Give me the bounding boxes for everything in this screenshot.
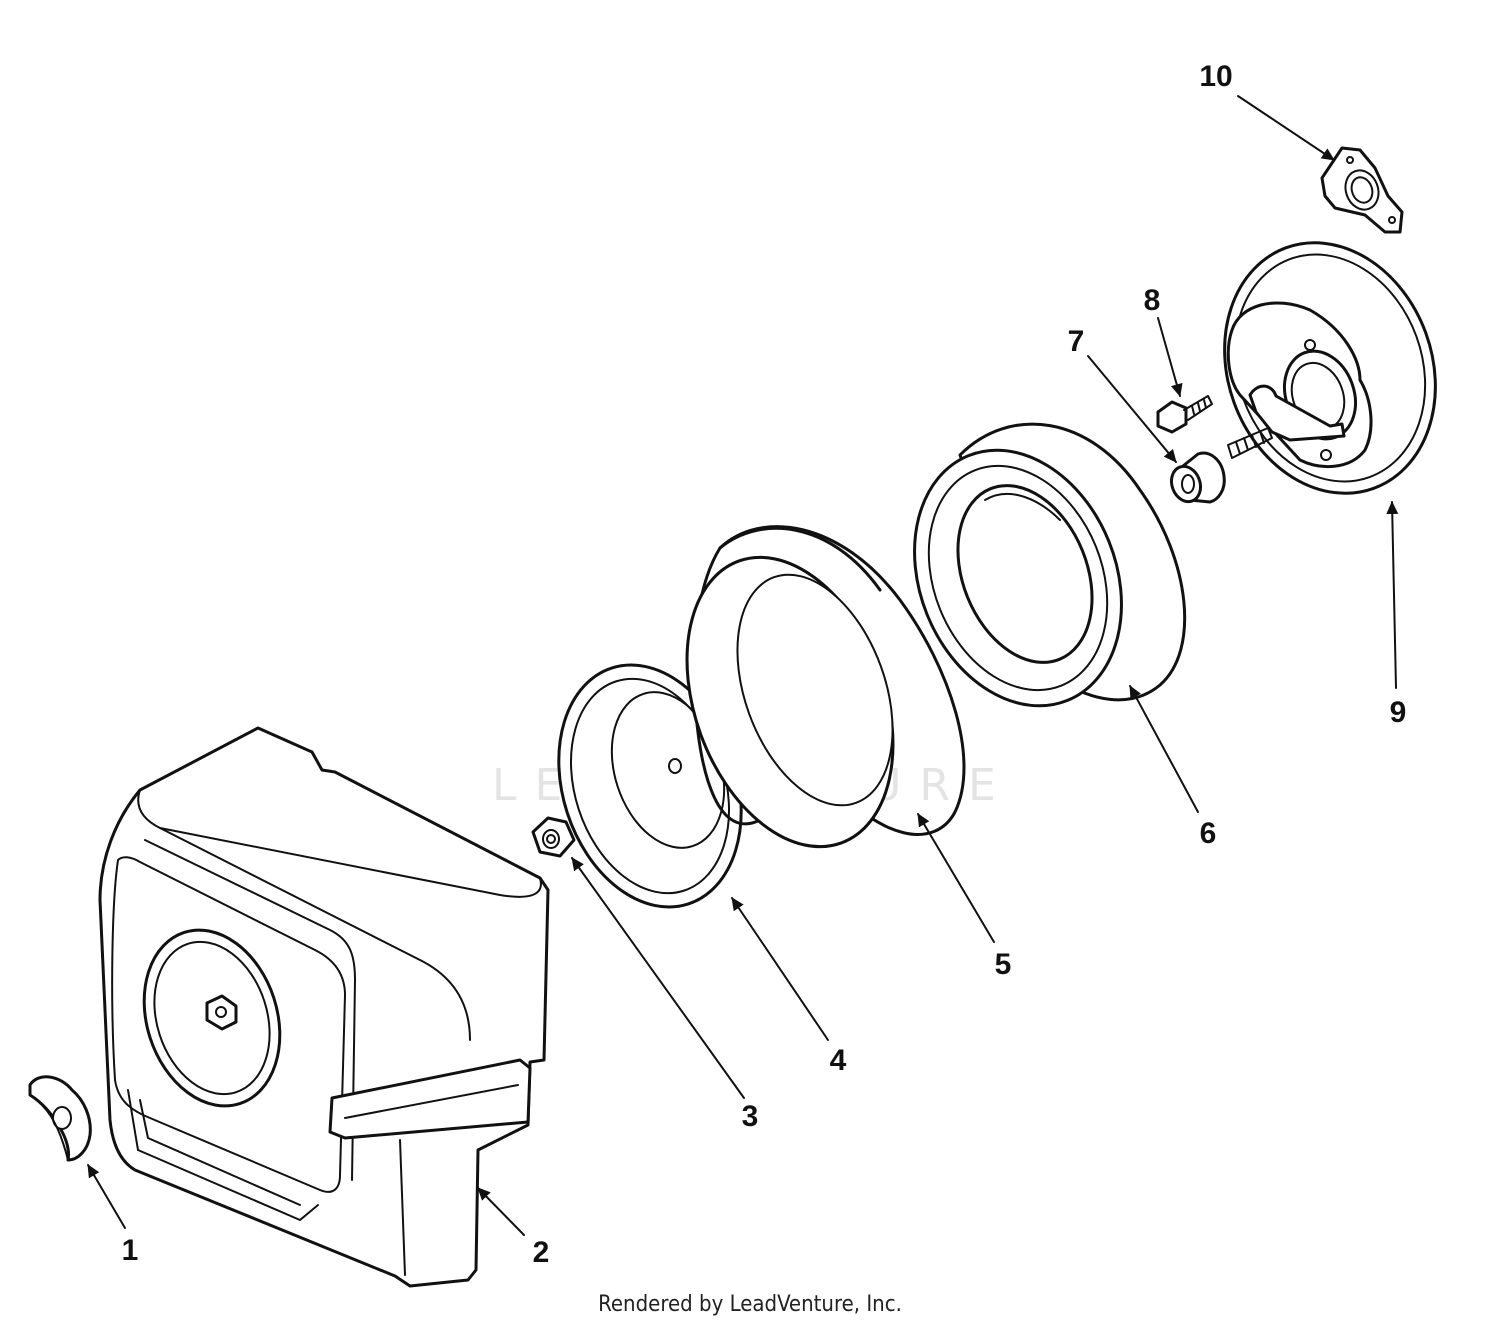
leader-arrow-10 [1237,95,1335,161]
callout-5: 5 [995,948,1012,981]
callout-labels: 1 2 3 4 5 6 7 8 9 10 [122,60,1407,1269]
callout-9: 9 [1390,696,1407,729]
leader-arrow-3 [571,857,745,1099]
callout-10: 10 [1199,60,1232,93]
part-bolt [1156,395,1213,434]
callout-6: 6 [1200,817,1217,850]
callout-2: 2 [533,1236,550,1269]
callout-3: 3 [742,1100,759,1133]
leader-arrow-2 [477,1187,525,1236]
leader-arrow-1 [87,1164,126,1229]
render-credit: Rendered by LeadVenture, Inc. [598,1292,902,1317]
leader-arrow-5 [917,813,995,943]
part-back-plate [1223,241,1437,495]
leader-arrow-4 [731,897,829,1041]
part-nut [531,816,576,858]
part-spacer [1169,451,1226,504]
leader-arrow-8 [1157,317,1183,397]
leader-arrow-6 [1129,685,1199,813]
callout-8: 8 [1144,284,1161,317]
part-air-filter-element [913,422,1187,708]
callout-1: 1 [122,1234,139,1267]
part-pre-cleaner [685,525,966,849]
callout-7: 7 [1068,325,1085,358]
part-air-cleaner-cover [98,726,550,1288]
leader-arrow-7 [1087,355,1177,463]
callout-4: 4 [830,1044,847,1077]
part-wing-nut [28,1075,92,1162]
part-plate [1320,146,1404,234]
leader-arrows [87,95,1399,1236]
leader-arrow-9 [1386,501,1399,689]
